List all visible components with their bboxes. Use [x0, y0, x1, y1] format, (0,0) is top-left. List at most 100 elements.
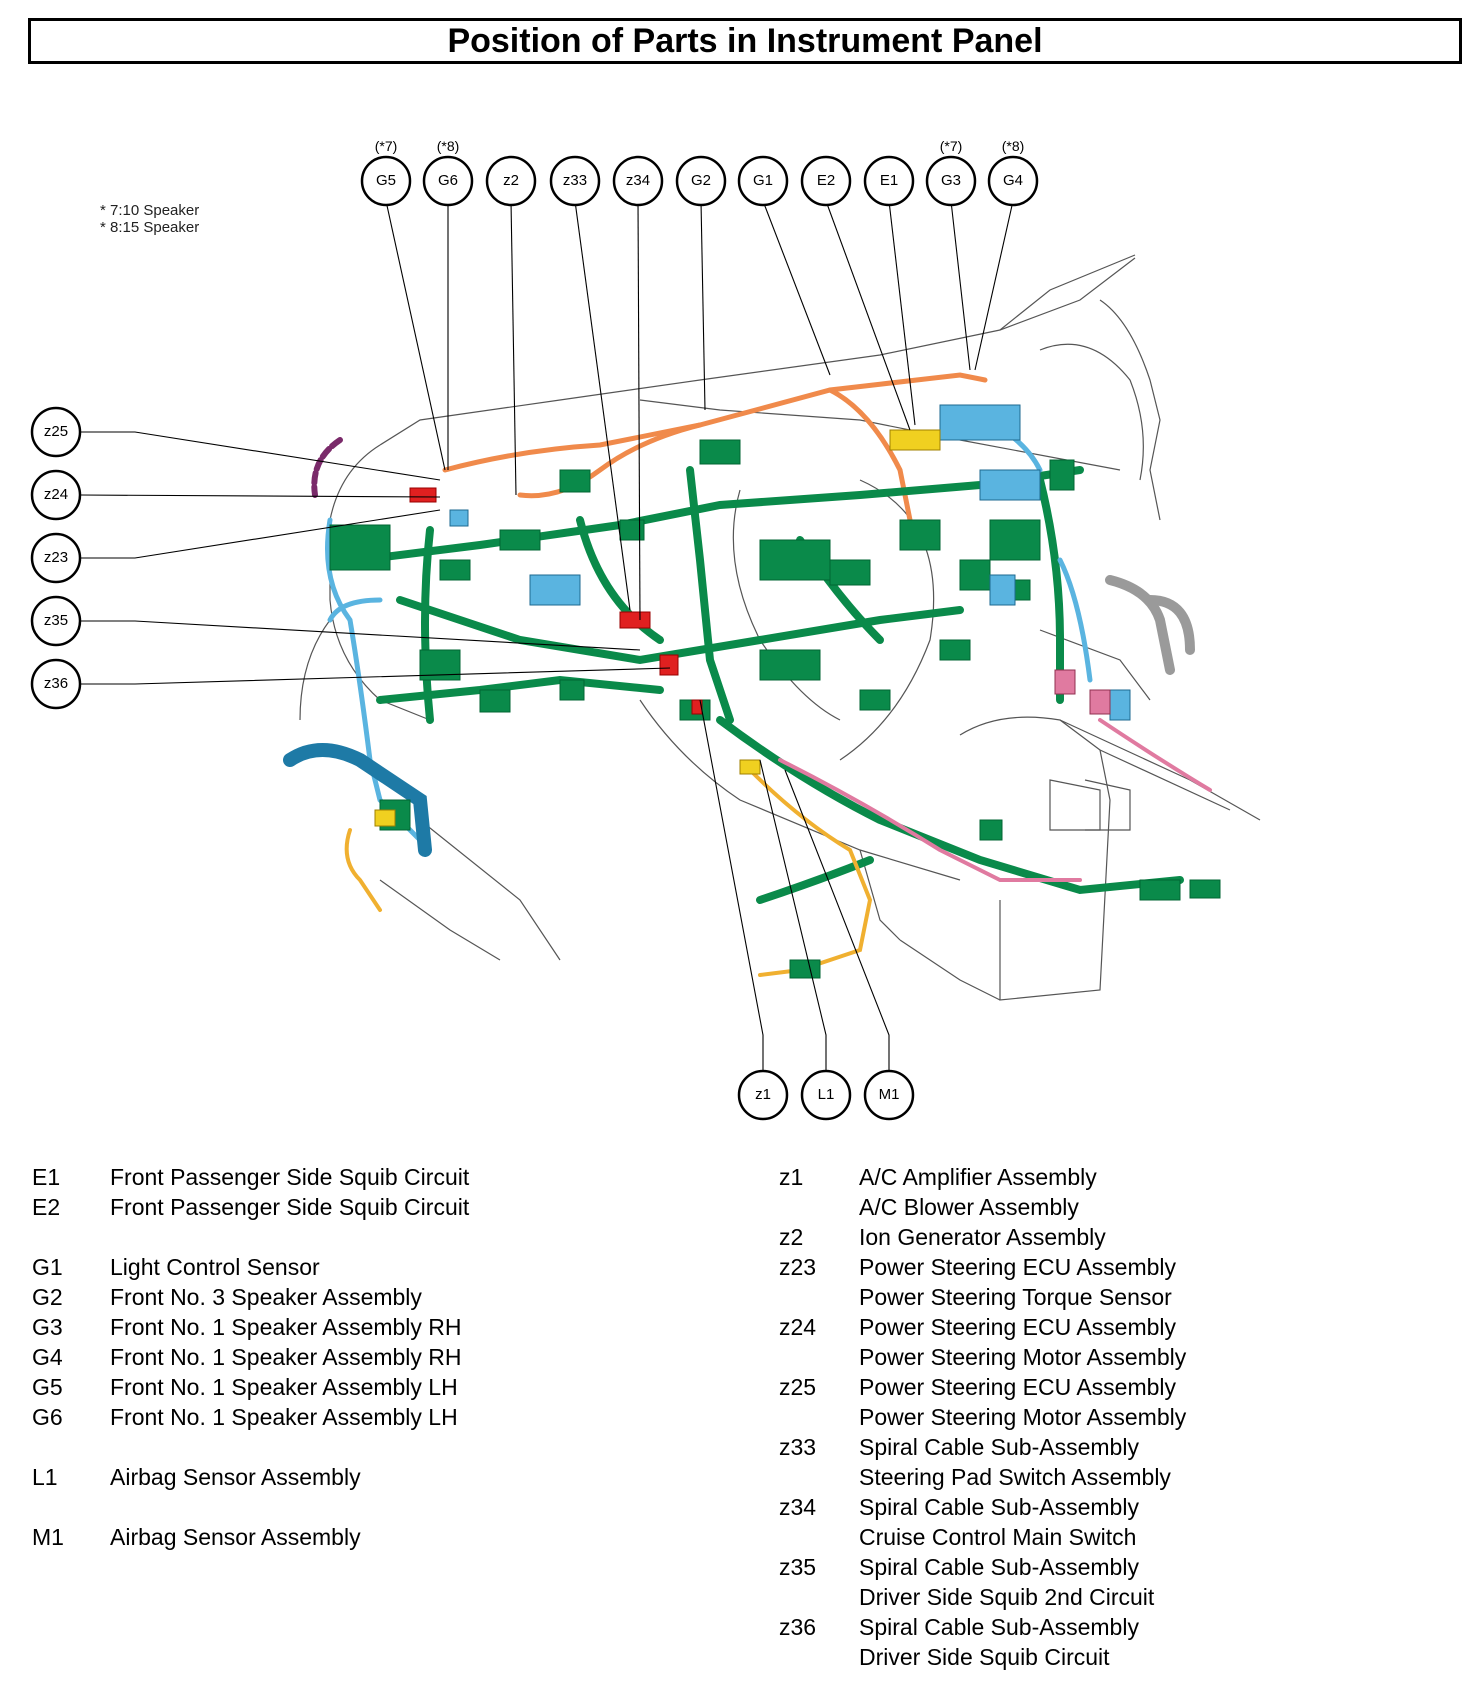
callout-label-G4: G4 [1003, 172, 1023, 189]
callouts-top: (*7) G5 (*8) G6 z2 z33 z34 G2 G1 [360, 138, 1039, 207]
legend-row: Driver Side Squib Circuit [779, 1642, 1186, 1672]
callout-label-G5: G5 [376, 172, 396, 189]
footnotes: * 7:10 Speaker * 8:15 Speaker [100, 202, 199, 236]
legend-right: z1 A/C Amplifier Assembly A/C Blower Asse… [779, 1162, 1186, 1672]
legend-desc: Steering Pad Switch Assembly [859, 1464, 1171, 1490]
legend-code: z24 [779, 1314, 817, 1340]
legend-desc: Front No. 1 Speaker Assembly RH [110, 1344, 462, 1370]
purple-harness [311, 437, 343, 498]
leader-lines [79, 200, 1014, 1070]
callout-label-z24: z24 [44, 486, 68, 503]
legend-row: A/C Blower Assembly [779, 1192, 1186, 1222]
legend-code [32, 1432, 110, 1462]
callouts-bottom: z1 L1 M1 [737, 1069, 915, 1121]
callout-E1: E1 [863, 155, 915, 207]
callout-label-E1: E1 [880, 172, 898, 189]
callout-G2: G2 [675, 155, 727, 207]
legend-desc: Front No. 1 Speaker Assembly LH [110, 1374, 458, 1400]
legend-desc: A/C Blower Assembly [859, 1194, 1079, 1220]
legend-code [779, 1642, 859, 1672]
connectors-yellow [374, 429, 941, 827]
callout-z25: z25 [30, 406, 82, 458]
legend-desc: Spiral Cable Sub-Assembly [859, 1614, 1139, 1640]
callout-label-z36: z36 [44, 675, 68, 692]
legend-row: z1 A/C Amplifier Assembly [779, 1162, 1186, 1192]
callout-z2: z2 [485, 155, 537, 207]
legend-code: G6 [32, 1404, 63, 1430]
legend-code [32, 1492, 110, 1522]
legend-code: L1 [32, 1464, 58, 1490]
legend-code: z34 [779, 1494, 817, 1520]
legend-desc: Spiral Cable Sub-Assembly [859, 1434, 1139, 1460]
legend-row [32, 1492, 469, 1522]
legend-desc: Ion Generator Assembly [859, 1224, 1106, 1250]
connectors-pink [1054, 669, 1111, 715]
legend-desc: Driver Side Squib 2nd Circuit [859, 1584, 1155, 1610]
callout-G5: (*7) G5 [360, 138, 412, 207]
legend-row: z36 Spiral Cable Sub-Assembly [779, 1612, 1186, 1642]
legend-code: E1 [32, 1164, 61, 1190]
legend-code: G5 [32, 1374, 63, 1400]
legend-row: z24 Power Steering ECU Assembly [779, 1312, 1186, 1342]
callout-z24: z24 [30, 469, 82, 521]
grey-part [1105, 575, 1195, 675]
legend-desc: Front Passenger Side Squib Circuit [110, 1164, 470, 1190]
page-title: Position of Parts in Instrument Panel [447, 21, 1043, 60]
callout-note-G6: (*8) [437, 138, 460, 154]
legend-code: z25 [779, 1374, 817, 1400]
legend-desc: Driver Side Squib Circuit [859, 1644, 1110, 1670]
legend-row: Power Steering Torque Sensor [779, 1282, 1186, 1312]
connectors-green [329, 439, 1221, 979]
legend-code [779, 1402, 859, 1432]
legend-desc: Power Steering ECU Assembly [859, 1314, 1177, 1340]
legend-desc: Front No. 3 Speaker Assembly [110, 1284, 422, 1310]
callout-z33: z33 [549, 155, 601, 207]
legend-code: z36 [779, 1614, 817, 1640]
callout-note-G4: (*8) [1002, 138, 1025, 154]
callouts-left: z25 z24 z23 z35 z36 [30, 406, 82, 710]
dark-blue-duct [283, 743, 432, 857]
callout-z23: z23 [30, 532, 82, 584]
legend-row: z25 Power Steering ECU Assembly [779, 1372, 1186, 1402]
legend-code: z1 [779, 1164, 804, 1190]
legend-code [779, 1342, 859, 1372]
legend-desc: Front No. 1 Speaker Assembly LH [110, 1404, 458, 1430]
callout-z36: z36 [30, 658, 82, 710]
connectors-red [409, 487, 703, 715]
callout-label-G2: G2 [691, 172, 711, 189]
orange-harness [442, 372, 988, 523]
legend-desc: Spiral Cable Sub-Assembly [859, 1494, 1139, 1520]
legend-desc: Spiral Cable Sub-Assembly [859, 1554, 1139, 1580]
legend-row: E1 Front Passenger Side Squib Circuit [32, 1162, 469, 1192]
legend-desc: Power Steering ECU Assembly [859, 1374, 1177, 1400]
legend-code [32, 1222, 110, 1252]
legend-code: z33 [779, 1434, 817, 1460]
legend-row: G6 Front No. 1 Speaker Assembly LH [32, 1402, 469, 1432]
callout-L1: L1 [800, 1069, 852, 1121]
legend-row: Power Steering Motor Assembly [779, 1342, 1186, 1372]
legend-row [32, 1222, 469, 1252]
footnote-7: * 7:10 Speaker [100, 202, 200, 219]
callout-G3: (*7) G3 [925, 138, 977, 207]
legend-code [779, 1522, 859, 1552]
legend-code: E2 [32, 1194, 61, 1220]
callout-M1: M1 [863, 1069, 915, 1121]
callout-z1: z1 [737, 1069, 789, 1121]
callout-label-M1: M1 [879, 1086, 900, 1103]
legend-desc: Power Steering Torque Sensor [859, 1284, 1172, 1310]
callout-note-G5: (*7) [375, 138, 398, 154]
legend-desc: A/C Amplifier Assembly [859, 1164, 1097, 1190]
legend-code [779, 1192, 859, 1222]
callout-label-z35: z35 [44, 612, 68, 629]
legend-desc [110, 1222, 116, 1252]
callout-label-E2: E2 [817, 172, 835, 189]
legend-row [32, 1432, 469, 1462]
legend-code: z23 [779, 1254, 817, 1280]
callout-label-z34: z34 [626, 172, 650, 189]
legend-desc [110, 1432, 116, 1462]
